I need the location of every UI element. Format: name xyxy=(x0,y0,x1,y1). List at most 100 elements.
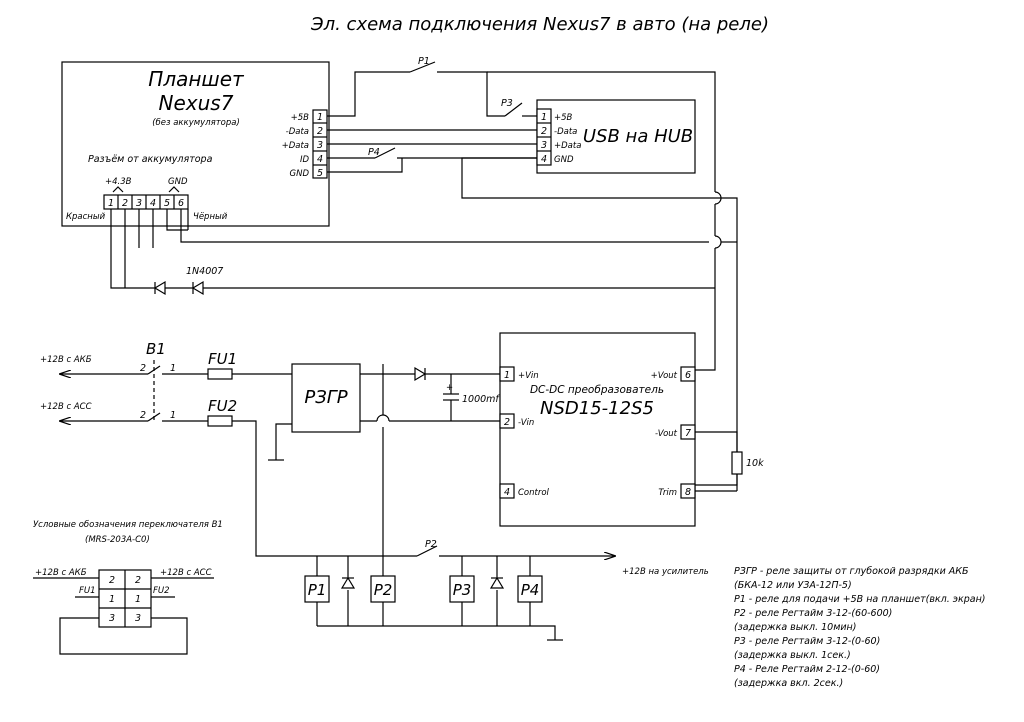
power-wiring xyxy=(232,364,615,578)
battery-connector: 1 2 3 4 5 6 xyxy=(103,194,189,210)
note-line: P1 - реле для подачи +5В на планшет(вкл.… xyxy=(734,594,986,605)
legend-cell-4: 1 xyxy=(135,594,141,605)
input-acc-label: +12В с АСС xyxy=(40,402,92,412)
battery-pin-1: 1 xyxy=(108,198,114,209)
dcdc-pin-1-label: +Vin xyxy=(518,371,539,381)
dcdc-pin-1-num: 1 xyxy=(504,370,510,381)
legend-b1-title: Условные обозначения переключателя В1 xyxy=(33,520,223,530)
dcdc-pin-7-label: -Vout xyxy=(655,429,678,439)
battery-plus-label: +4.3В xyxy=(105,177,132,187)
battery-pin-4: 4 xyxy=(150,198,156,209)
tablet-note: (без аккумулятора) xyxy=(152,118,240,128)
legend-cell-1: 2 xyxy=(109,575,115,586)
relay-contact-p1: P1 xyxy=(418,56,430,67)
dcdc-pin-6-num: 6 xyxy=(685,370,691,381)
relay-contact-p2: P2 xyxy=(425,539,437,550)
tablet-pin-4-label: ID xyxy=(300,155,310,165)
relay-coil-p1 xyxy=(304,575,330,603)
tablet-pin-2-label: -Data xyxy=(286,127,309,137)
dcdc-model: NSD15-12S5 xyxy=(540,398,654,419)
legend-cell-2: 2 xyxy=(135,575,141,586)
diagram-title: Эл. схема подключения Nexus7 в авто (на … xyxy=(310,14,769,35)
legend-acc-label: +12В с АСС xyxy=(160,568,212,578)
tablet-usb-pins: 1 2 3 4 5 +5В -Data +Data ID GND xyxy=(282,109,328,179)
legend-fu1-label: FU1 xyxy=(79,586,96,596)
usb-wiring xyxy=(110,61,738,486)
relay-coil-p4-label: P4 xyxy=(521,581,540,599)
hub-pin-4-label: GND xyxy=(554,155,574,165)
diode-label: 1N4007 xyxy=(186,266,223,277)
note-line: (задержка выкл. 10мин) xyxy=(734,622,856,633)
relay-coil-p2-label: P2 xyxy=(374,581,393,599)
dcdc-pin-8-num: 8 xyxy=(685,487,691,498)
dcdc-pin-2-num: 2 xyxy=(504,417,510,428)
tablet-model: Nexus7 xyxy=(159,91,234,115)
note-line: (задержка выкл. 1сек.) xyxy=(734,650,851,661)
capacitor-value: 1000mf xyxy=(462,394,500,405)
dcdc-pin-2-label: -Vin xyxy=(518,418,534,428)
legend-cell-6: 3 xyxy=(135,613,141,624)
relay-contact-p4: P4 xyxy=(368,147,380,158)
relay-coil-p3-label: P3 xyxy=(453,581,472,599)
tablet-pin-5-num: 5 xyxy=(317,168,323,179)
resistor-label: 10k xyxy=(746,458,764,469)
tablet-name: Планшет xyxy=(148,67,245,91)
tablet-pin-4-num: 4 xyxy=(317,154,323,165)
hub-pin-2-label: -Data xyxy=(554,127,577,137)
tablet-pin-1-num: 1 xyxy=(317,112,323,123)
switch-b1-pin1-b: 1 xyxy=(170,410,176,421)
note-line: (БКА-12 или УЗА-12П-5) xyxy=(734,580,852,591)
diodes-1n4007 xyxy=(153,280,204,296)
note-line: (задержка вкл. 2сек.) xyxy=(734,678,843,689)
relay-coil-p3 xyxy=(449,575,475,603)
battery-pin-5: 5 xyxy=(164,198,170,209)
hub-pins: 1 2 3 4 +5В -Data +Data GND xyxy=(536,108,581,166)
switch-b1-pin2-b: 2 xyxy=(140,410,146,421)
amp-output-label: +12В на усилитель xyxy=(622,567,709,577)
trim-wiring xyxy=(695,431,743,492)
switch-b1-pin2-a: 2 xyxy=(140,363,146,374)
battery-pin-3: 3 xyxy=(136,198,142,209)
tablet-pin-5-label: GND xyxy=(290,169,310,179)
battery-pin-2: 2 xyxy=(122,198,128,209)
note-line: P4 - Реле Регтайм 2-12-(0-60) xyxy=(734,664,880,675)
legend-b1-model: (MRS-203A-C0) xyxy=(85,535,150,545)
note-line: P2 - реле Регтайм 3-12-(60-600) xyxy=(734,608,892,619)
relay-coil-p1-label: P1 xyxy=(308,581,327,599)
resistor-10k xyxy=(731,451,743,475)
dcdc-pins: 1 2 4 6 7 8 +Vin -Vin Control +Vout -Vou… xyxy=(499,366,696,499)
relay-contact-p3: P3 xyxy=(501,98,513,109)
relay-coil-p4 xyxy=(517,575,543,603)
hub-pin-1-num: 1 xyxy=(541,112,547,123)
dcdc-pin-7-num: 7 xyxy=(685,428,691,439)
hub-pin-4-num: 4 xyxy=(541,154,547,165)
dcdc-pin-6-label: +Vout xyxy=(651,371,678,381)
tablet-pin-3-label: +Data xyxy=(282,141,309,151)
usb-hub-box xyxy=(536,99,696,174)
usb-hub-name: USB на HUB xyxy=(583,126,693,147)
fuse-fu1 xyxy=(207,368,233,380)
legend-cell-3: 1 xyxy=(109,594,115,605)
dcdc-box xyxy=(499,332,696,527)
legend-fu2-label: FU2 xyxy=(153,586,170,596)
tablet-pin-3-num: 3 xyxy=(317,140,323,151)
fuse-fu2 xyxy=(207,415,233,427)
battery-connector-label: Разъём от аккумулятора xyxy=(88,154,213,165)
fuse-fu1-label: FU1 xyxy=(208,350,237,368)
dcdc-pin-8-label: Trim xyxy=(658,488,677,498)
battery-gnd-label: GND xyxy=(168,177,188,187)
switch-b1-pin1-a: 1 xyxy=(170,363,176,374)
hub-pin-1-label: +5В xyxy=(554,113,573,123)
hub-pin-3-num: 3 xyxy=(541,140,547,151)
tablet-pin-1-label: +5В xyxy=(291,113,310,123)
switch-b1 xyxy=(130,360,208,422)
fuse-fu2-label: FU2 xyxy=(208,397,237,415)
legend-akb-label: +12В с АКБ xyxy=(35,568,87,578)
switch-b1-label: B1 xyxy=(146,340,166,358)
note-line: РЗГР - реле защиты от глубокой разрядки … xyxy=(734,566,969,577)
battery-pin-6: 6 xyxy=(178,198,184,209)
black-wire-label: Чёрный xyxy=(193,212,228,222)
tablet-pin-2-num: 2 xyxy=(317,126,323,137)
dcdc-pin-4-num: 4 xyxy=(504,487,510,498)
